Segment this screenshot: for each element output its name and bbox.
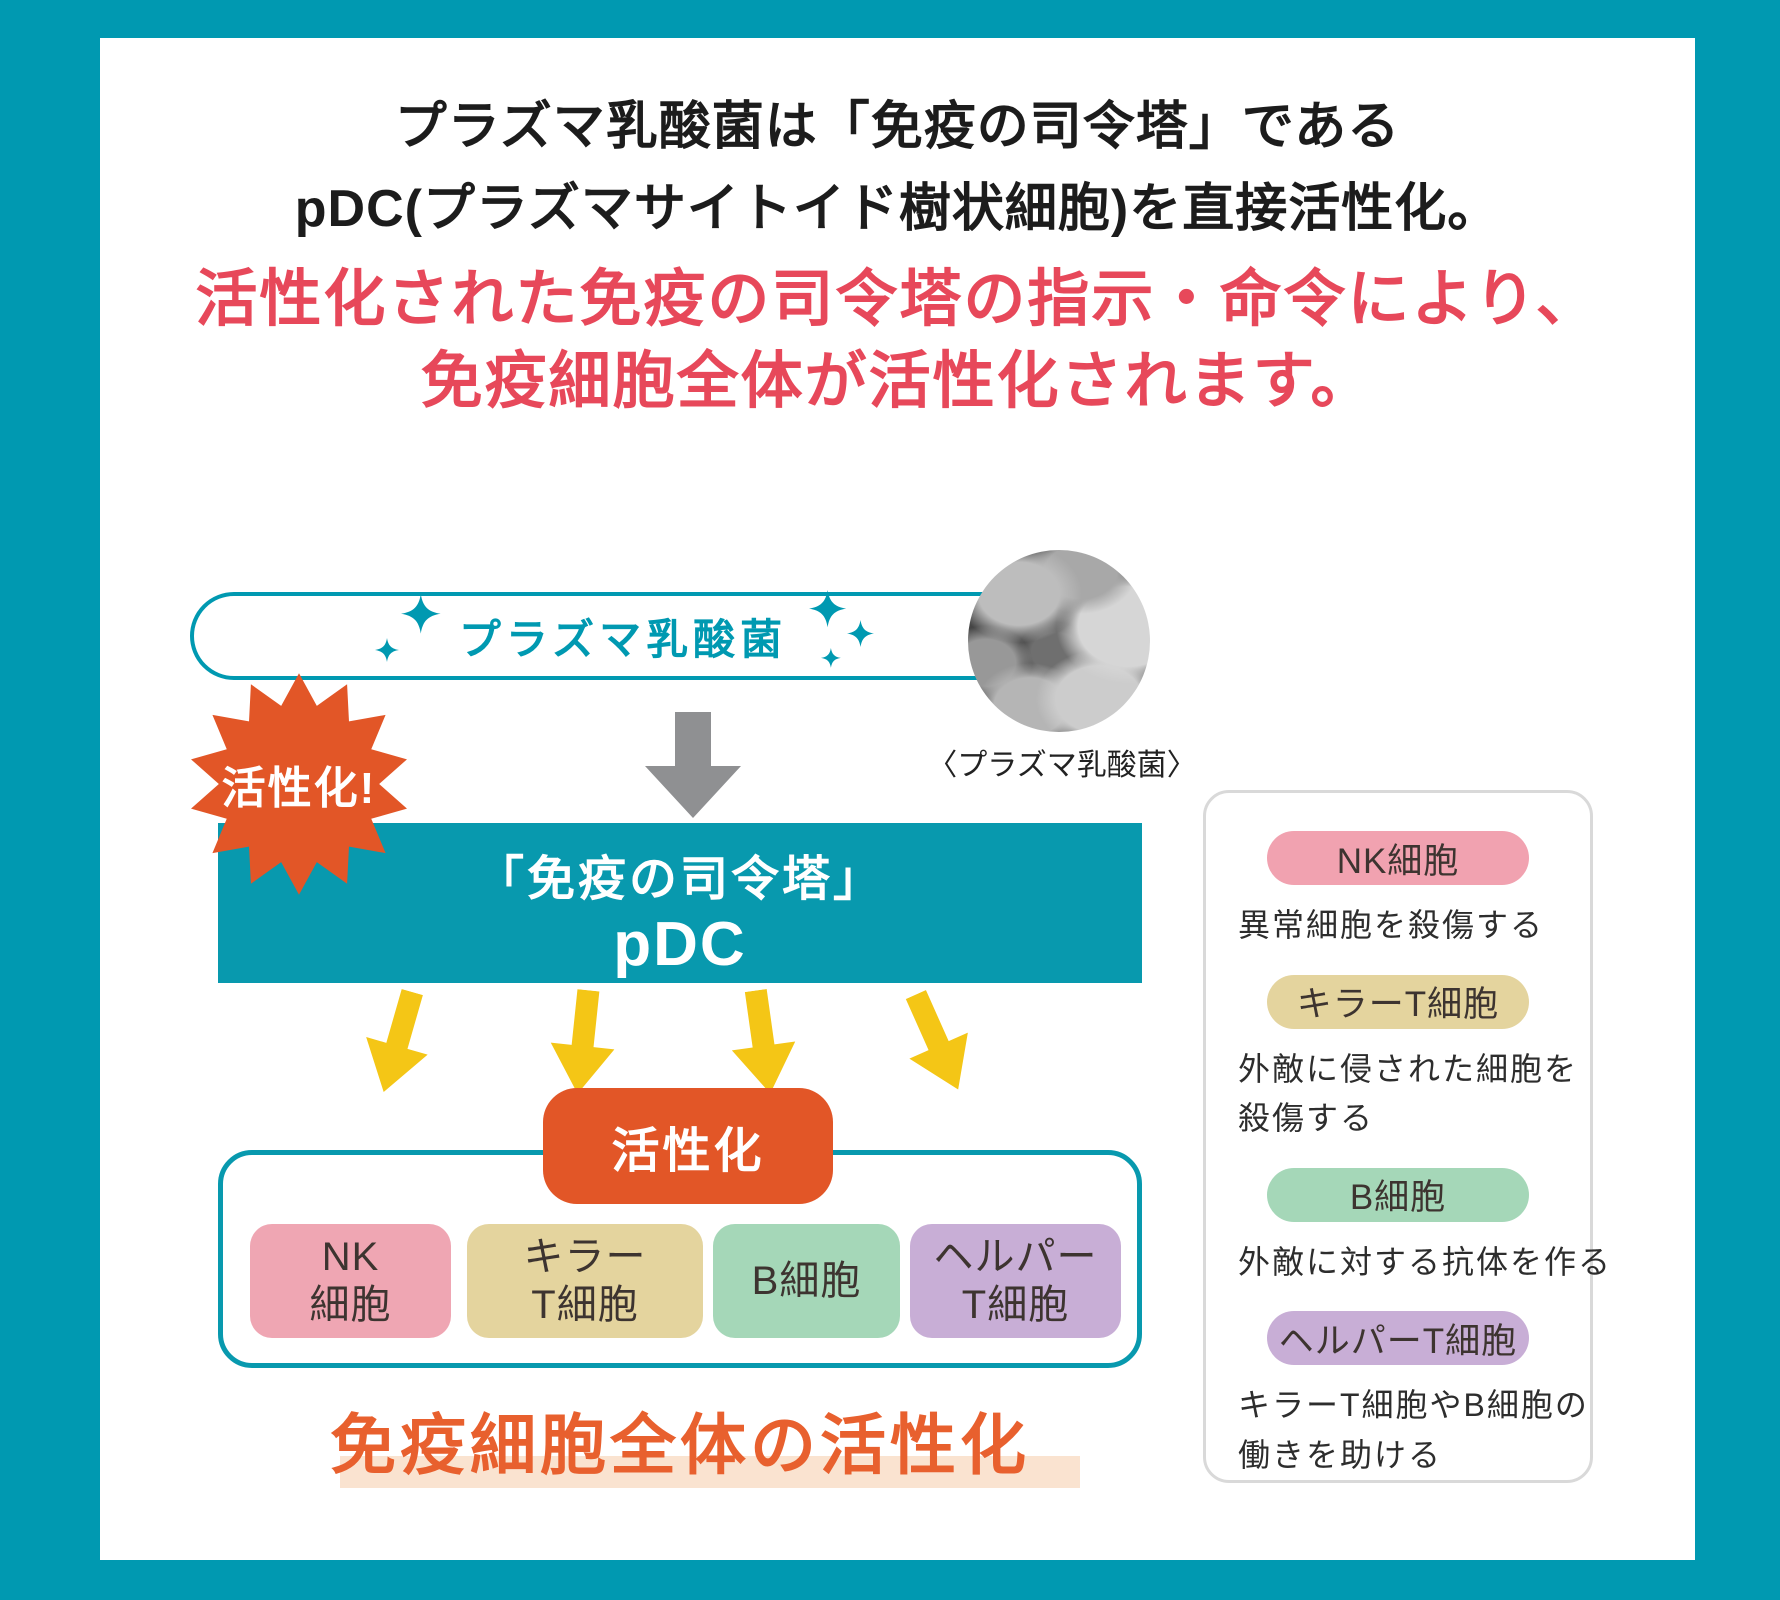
pdc-title: 「免疫の司令塔」 [475, 853, 884, 906]
cell-label-line: T細胞 [531, 1283, 639, 1327]
cell-label-line: 細胞 [309, 1283, 392, 1327]
cell-box-helper-t: ヘルパー T細胞 [910, 1224, 1121, 1338]
legend-pill-b: B細胞 [1267, 1167, 1529, 1222]
result-label: 免疫細胞全体の活性化 [330, 1408, 1030, 1482]
starburst-icon [191, 673, 407, 895]
header-emphasis-line-2: 免疫細胞全体が活性化されます。 [420, 347, 1375, 416]
activation-arrow-icon [724, 986, 802, 1098]
legend-desc-line: キラーT細胞やB細胞の [1238, 1387, 1589, 1424]
cell-box-killer-t: キラー T細胞 [467, 1224, 703, 1338]
header-line-2: pDC(プラズマサイトイド樹状細胞)を直接活性化。 [294, 180, 1501, 238]
legend-desc-line: 働きを助ける [1238, 1436, 1443, 1473]
legend-desc-nk: 異常細胞を殺傷する [1238, 901, 1560, 951]
result-highlight-bar [340, 1456, 1080, 1488]
cell-box-b: B細胞 [713, 1224, 900, 1338]
legend-desc-line: 外敵に対する抗体を作る [1238, 1243, 1613, 1280]
activation-chip: 活性化 [543, 1088, 833, 1204]
legend-pill-helper-t: ヘルパーT細胞 [1267, 1311, 1529, 1366]
legend-panel: NK細胞 異常細胞を殺傷する キラーT細胞 外敵に侵された細胞を 殺傷する B細… [1203, 790, 1613, 1483]
sparkle-icon [805, 589, 875, 683]
micrograph-caption: 〈プラズマ乳酸菌〉 [927, 749, 1197, 782]
pdc-name: pDC [613, 910, 747, 979]
activation-arrow-icon [353, 983, 443, 1101]
source-pill: プラズマ乳酸菌 [190, 589, 1060, 683]
cell-box-nk: NK 細胞 [250, 1224, 451, 1338]
down-arrow-icon [645, 712, 741, 823]
activation-arrow-icon [887, 981, 988, 1102]
legend-pill-nk: NK細胞 [1267, 831, 1529, 885]
activation-burst-badge: 活性化! [183, 668, 415, 900]
cell-label-line: NK [321, 1235, 380, 1279]
legend-desc-b: 外敵に対する抗体を作る [1238, 1238, 1613, 1288]
legend-desc-line: 外敵に侵された細胞を [1238, 1050, 1579, 1087]
activation-arrow-icon [546, 987, 621, 1097]
cell-label-line: ヘルパー [933, 1235, 1098, 1279]
header-emphasis-line-1: 活性化された免疫の司令塔の指示・命令により、 [195, 265, 1600, 334]
burst-label: 活性化! [221, 764, 377, 813]
legend-desc-killer-t: 外敵に侵された細胞を 殺傷する [1238, 1045, 1579, 1144]
pdc-box: 「免疫の司令塔」 pDC [218, 823, 1142, 983]
source-pill-label: プラズマ乳酸菌 [458, 615, 788, 663]
legend-desc-helper-t: キラーT細胞やB細胞の 働きを助ける [1238, 1381, 1589, 1480]
bacteria-micrograph [968, 550, 1150, 732]
cell-label-line: T細胞 [961, 1283, 1070, 1327]
cell-label-line: B細胞 [751, 1259, 862, 1303]
sparkle-icon [374, 593, 441, 679]
cell-label-line: キラー [523, 1235, 647, 1279]
legend-pill-killer-t: キラーT細胞 [1267, 974, 1529, 1029]
legend-desc-line: 異常細胞を殺傷する [1238, 907, 1545, 943]
legend-desc-line: 殺傷する [1238, 1100, 1375, 1137]
header-line-1: プラズマ乳酸菌は「免疫の司令塔」である [394, 98, 1401, 156]
